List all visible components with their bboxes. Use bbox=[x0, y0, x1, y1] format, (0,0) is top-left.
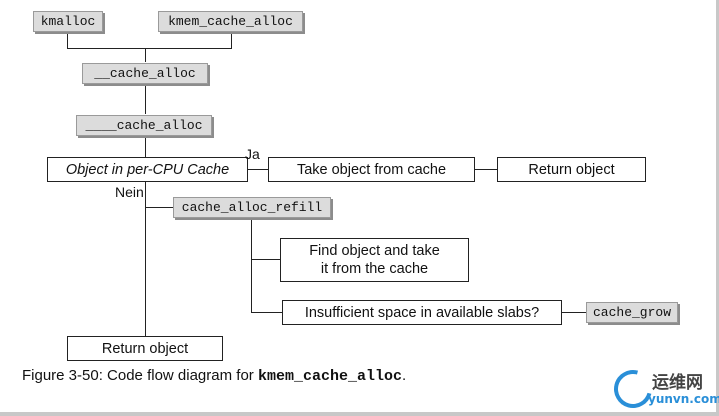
return-object-top-step: Return object bbox=[497, 157, 646, 182]
connector-no-vertical bbox=[145, 181, 146, 336]
caption-prefix: Figure 3-50: Code flow diagram for bbox=[22, 367, 258, 384]
connector-kmem-cache-alloc-down bbox=[231, 31, 232, 48]
connector-insufficient-to-grow bbox=[561, 312, 586, 313]
cache-alloc-refill-function: cache_alloc_refill bbox=[173, 197, 331, 218]
connector-inner-to-decision bbox=[145, 136, 146, 157]
connector-to-refill bbox=[145, 207, 173, 208]
insufficient-space-decision: Insufficient space in available slabs? bbox=[282, 300, 562, 325]
take-object-from-cache-step: Take object from cache bbox=[268, 157, 475, 182]
watermark-cn-text: 运维网 bbox=[652, 373, 703, 393]
frame-bottom-edge bbox=[0, 412, 719, 416]
connector-to-insufficient bbox=[251, 312, 282, 313]
connector-refill-down bbox=[251, 219, 252, 312]
connector-to-cache-alloc bbox=[145, 48, 146, 62]
yes-label: Ja bbox=[245, 146, 260, 162]
caption-code: kmem_cache_alloc bbox=[257, 368, 402, 385]
connector-cache-alloc-to-inner bbox=[145, 84, 146, 114]
kmem-cache-alloc-function: kmem_cache_alloc bbox=[158, 11, 303, 32]
watermark: 运维网 yunvn.com bbox=[607, 363, 719, 415]
connector-merge-horizontal bbox=[67, 48, 232, 49]
figure-caption: Figure 3-50: Code flow diagram for kmem_… bbox=[22, 367, 406, 385]
object-in-per-cpu-cache-decision: Object in per-CPU Cache bbox=[47, 157, 248, 182]
caption-suffix: . bbox=[401, 367, 407, 384]
cache-grow-function: cache_grow bbox=[586, 302, 678, 323]
watermark-en-text: yunvn.com bbox=[648, 392, 719, 406]
no-label: Nein bbox=[115, 184, 144, 200]
connector-kmalloc-down bbox=[67, 31, 68, 48]
cache-alloc-function: __cache_alloc bbox=[82, 63, 208, 84]
return-object-bottom-step: Return object bbox=[67, 336, 223, 361]
connector-yes-horizontal bbox=[248, 169, 268, 170]
find-object-step: Find object and take it from the cache bbox=[280, 238, 469, 282]
inner-cache-alloc-function: ____cache_alloc bbox=[76, 115, 212, 136]
connector-to-find-object bbox=[251, 259, 280, 260]
connector-take-to-return bbox=[474, 169, 497, 170]
kmalloc-function: kmalloc bbox=[33, 11, 103, 32]
frame-right-edge bbox=[716, 0, 719, 416]
